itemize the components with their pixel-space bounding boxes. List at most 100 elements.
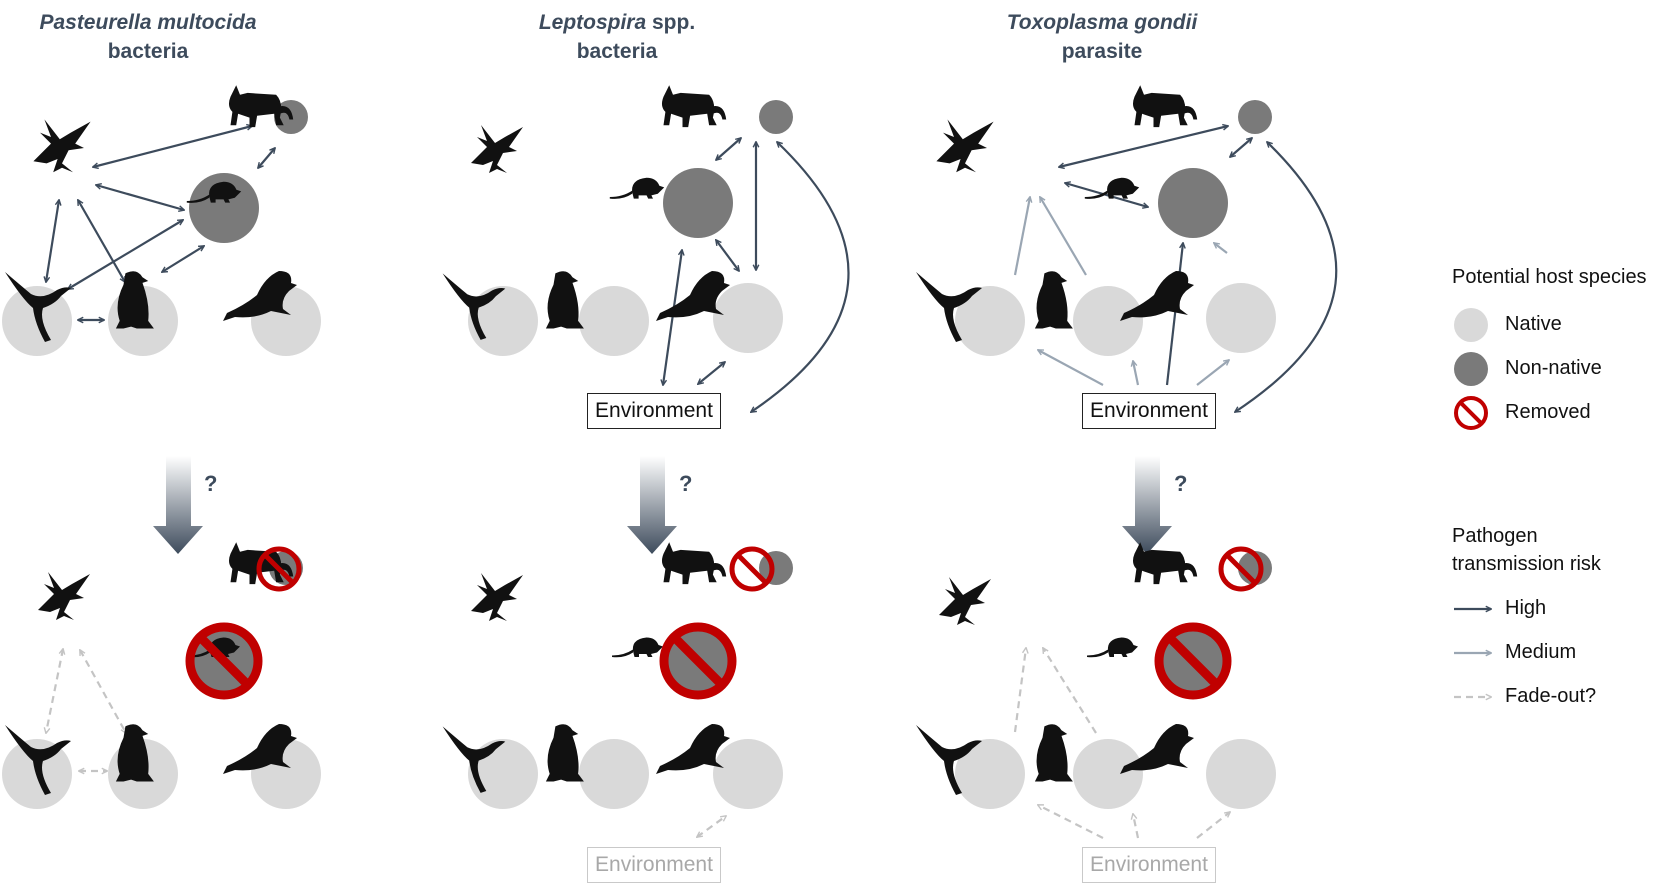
legend-removed-swatch [1454,396,1488,430]
environment-box: Environment [587,393,721,429]
native-host-circle [955,739,1025,809]
legend-medium-label: Medium [1505,641,1577,663]
high-risk-arrow [751,142,850,412]
transition-arrow [153,456,203,554]
fade-out-arrow [1133,814,1140,839]
fade-out-arrow [1043,648,1097,734]
bird-skua-icon [33,119,91,173]
albatross-icon [442,726,506,793]
seal-icon [223,724,297,774]
removed-sign-icon [256,546,302,592]
penguin-icon [1034,724,1073,782]
bird-skua-icon [939,577,991,625]
seal-icon [223,271,297,321]
albatross-icon [5,272,71,342]
removed-sign-icon [185,622,263,700]
native-host-circle [713,283,783,353]
bird-skua-icon [38,572,90,620]
panel-title-toxoplasma: Toxoplasma gondii parasite [942,8,1262,66]
penguin-icon [115,724,154,782]
non-native-host-circle [1238,100,1272,134]
question-mark: ? [679,471,693,496]
cat-icon [661,85,727,128]
high-risk-arrow [1065,183,1148,207]
native-host-circle [1073,286,1143,356]
environment-box: Environment [1082,393,1216,429]
cat-icon [1132,85,1198,128]
high-risk-arrow [68,220,183,289]
penguin-icon [115,271,154,329]
penguin-icon [545,724,584,782]
high-risk-arrow [46,200,59,282]
high-risk-arrow [96,185,184,210]
removed-sign-icon [659,622,737,700]
cat-icon [1132,542,1198,585]
penguin-icon [545,271,584,329]
medium-risk-arrow [1013,197,1030,276]
legend-risk-title: Pathogen transmission risk [1452,522,1601,578]
removed-sign-icon [1154,622,1232,700]
bird-skua-icon [471,573,523,621]
cat-icon [661,542,727,585]
organism-name: Pasteurella multocida [39,11,257,34]
question-mark: ? [204,471,218,496]
legend-risk-title-line1: Pathogen [1452,525,1538,547]
native-host-circle [1206,739,1276,809]
native-host-circle [579,739,649,809]
high-risk-arrow [1165,243,1183,386]
native-host-circle [579,286,649,356]
non-native-host-circle [663,168,733,238]
cat-icon [228,85,294,128]
high-risk-arrow [1230,138,1252,157]
transition-arrow [1122,456,1172,554]
high-risk-arrow [698,362,725,384]
legend-hosts-title: Potential host species [1452,266,1647,288]
panel-title-pasteurella: Pasteurella multocida bacteria [0,8,308,66]
high-risk-arrow [663,250,682,385]
seal-icon [656,271,730,321]
legend-risk-title-line2: transmission risk [1452,553,1601,575]
removed-sign-icon [729,546,775,592]
non-native-host-circle [1158,168,1228,238]
legend-fade-out-label: Fade-out? [1505,685,1597,707]
rat-icon [1087,637,1138,658]
bird-skua-icon [936,119,994,173]
organism-spp: spp. [646,11,696,34]
rat-icon [612,637,663,658]
high-risk-arrow [258,148,275,168]
legend-non-native-swatch [1454,352,1488,386]
medium-risk-arrow [1196,360,1229,386]
legend-native-label: Native [1505,313,1562,335]
medium-risk-arrow [1040,197,1087,276]
penguin-icon [1034,271,1073,329]
albatross-icon [442,273,506,340]
seal-icon [656,724,730,774]
non-native-host-circle [189,173,259,243]
native-host-circle [955,286,1025,356]
medium-risk-arrow [1133,361,1140,386]
fade-out-arrow [697,816,726,837]
organism-name: Toxoplasma gondii [1006,11,1198,34]
seal-icon [1120,724,1194,774]
bird-skua-icon [471,125,523,173]
fade-out-arrow [1038,804,1104,839]
high-risk-arrow [716,138,741,160]
question-mark: ? [1174,471,1188,496]
transition-arrow [627,456,677,554]
legend-native-swatch [1454,308,1488,342]
high-risk-arrow [716,240,739,271]
fade-out-arrow [1013,648,1026,733]
medium-risk-arrow [1214,243,1228,254]
organism-type: parasite [1061,40,1143,63]
rat-icon [186,181,242,203]
organism-name: Leptospira [538,11,647,34]
removed-sign-icon [1218,546,1264,592]
environment-box-faded: Environment [587,847,721,883]
albatross-icon [916,272,982,342]
legend-non-native-label: Non-native [1505,357,1602,379]
native-host-circle [713,739,783,809]
panel-title-leptospira: Leptospira spp. bacteria [457,8,777,66]
rat-icon [609,177,665,199]
